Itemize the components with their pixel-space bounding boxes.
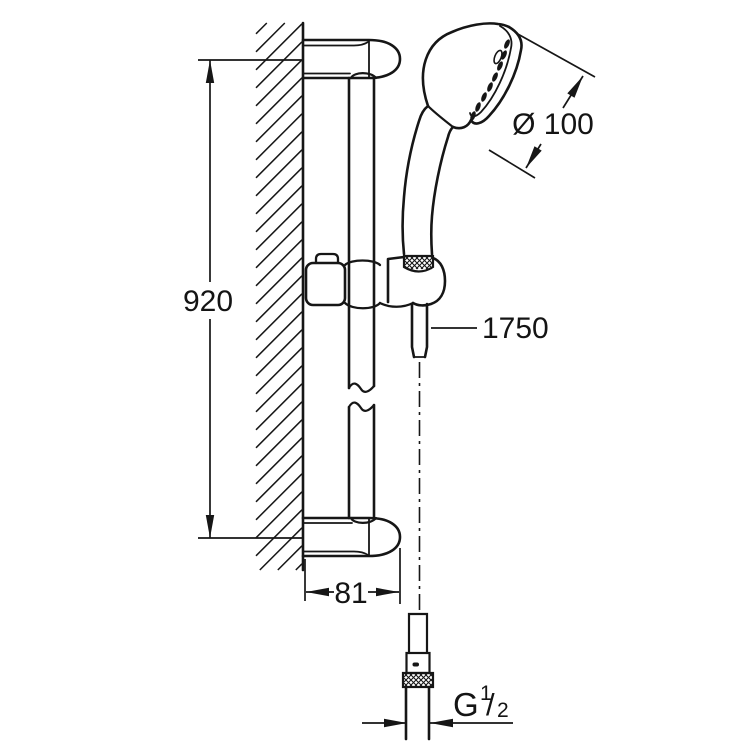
holder-cone-right	[411, 256, 447, 307]
handle-right-edge	[429, 125, 455, 256]
holder-knob	[314, 252, 340, 265]
dim-thread-numerator-label: 1	[480, 682, 492, 705]
shower-face-nozzles	[470, 39, 510, 121]
connector-upper-tube	[407, 612, 429, 655]
slide-rail	[347, 76, 376, 520]
head-slot-detail	[493, 49, 503, 65]
rail-break-mark	[347, 382, 376, 412]
head-face-outer-edge	[451, 25, 523, 130]
handle-neck-line	[426, 104, 455, 129]
dim-thread-denominator-label: 2	[497, 699, 509, 722]
hose-connector	[401, 612, 435, 741]
head-back-edge	[421, 22, 511, 108]
hand-shower	[401, 22, 523, 273]
dim-thread-size: G 1 / 2	[362, 682, 513, 728]
dim-head-diameter: Ø 100	[488, 32, 596, 179]
dim-thread-prefix-label: G	[453, 686, 479, 723]
handle-knurled-nut	[402, 254, 435, 273]
holder-cone-left	[386, 255, 406, 304]
wall-hatching	[255, 22, 303, 571]
dim-bracket-depth-label: 81	[334, 577, 367, 610]
dim-head-diameter-label: Ø 100	[512, 108, 594, 141]
top-mount-bracket	[301, 38, 402, 80]
shower-hose-stub	[410, 302, 429, 359]
dim-rail-height-label: 920	[183, 285, 233, 318]
connector-knurled-nut	[401, 671, 435, 689]
rail-top-joint	[349, 72, 378, 80]
dim-thread-slash: /	[486, 687, 495, 722]
handle-left-edge	[401, 104, 430, 256]
rail-bottom-joint	[349, 516, 378, 524]
holder-wall-block	[304, 261, 347, 307]
dim-hose-length: 1750	[431, 312, 549, 345]
dim-bracket-depth: 81	[304, 548, 401, 610]
bottom-mount-bracket	[301, 516, 402, 558]
head-face-inner-edge	[469, 25, 513, 118]
dim-hose-length-label: 1750	[482, 312, 549, 345]
dim-rail-height: 920	[183, 59, 303, 539]
connector-collar-mark	[412, 662, 419, 667]
slider-holder	[304, 252, 447, 310]
